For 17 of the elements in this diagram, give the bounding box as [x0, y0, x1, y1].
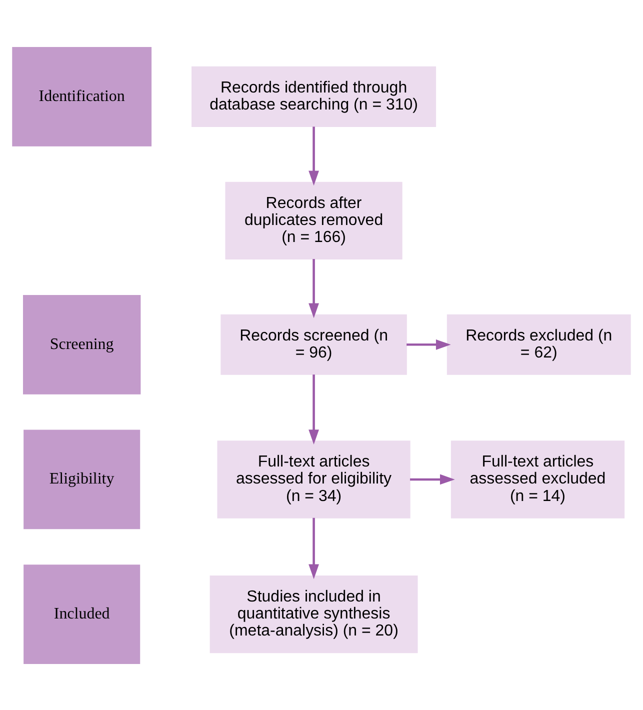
- arrow: [308, 374, 319, 444]
- node-box: Full-text articles assessed excluded (n = 14): [450, 440, 625, 518]
- node-box: Identification: [12, 46, 152, 146]
- arrow: [308, 126, 319, 186]
- node-box: Studies included in quantitative synthesis (meta-analysis) (n = 20): [210, 574, 418, 653]
- node-box: Records screened (n = 96): [220, 314, 407, 374]
- node-box: Screening: [23, 294, 141, 394]
- node-box: Eligibility: [24, 429, 140, 529]
- arrow: [410, 474, 455, 484]
- arrow: [406, 338, 451, 350]
- node-box: Records after duplicates removed (n = 166): [225, 181, 402, 260]
- arrow: [308, 517, 319, 579]
- node-box: Full-text articles assessed for eligibility (n = 34): [217, 440, 410, 518]
- node-box: Included: [24, 564, 140, 664]
- node-box: Records excluded (n = 62): [446, 314, 631, 374]
- arrow: [308, 258, 319, 318]
- node-box: Records identified through database searching (n = 310): [192, 66, 436, 126]
